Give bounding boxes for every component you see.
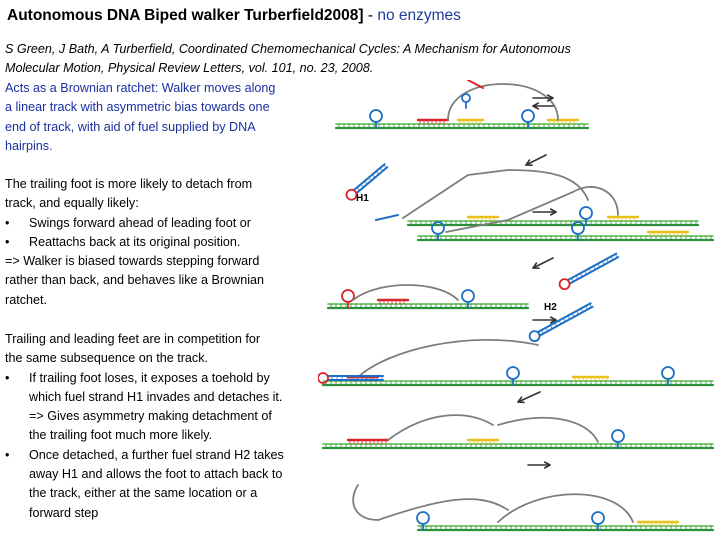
arrow bbox=[517, 391, 541, 403]
hairpin-loop bbox=[431, 221, 445, 235]
base-pair-tick bbox=[575, 275, 579, 280]
hairpin-loop bbox=[661, 366, 675, 380]
walker-body bbox=[507, 169, 589, 201]
hairpin-loop bbox=[591, 511, 605, 525]
fuel-hairpin bbox=[353, 163, 386, 191]
arrow-head bbox=[525, 159, 533, 167]
walker-body bbox=[445, 186, 619, 233]
hairpin-loop bbox=[506, 366, 520, 380]
arrow-head bbox=[517, 396, 525, 404]
base-pair-tick bbox=[368, 177, 372, 182]
base-pair-tick bbox=[379, 167, 383, 172]
base-pair-tick bbox=[593, 265, 596, 270]
base-pair-tick bbox=[375, 170, 380, 175]
hairpin-loop bbox=[558, 278, 571, 291]
base-pair-tick bbox=[541, 329, 544, 334]
arrow bbox=[525, 154, 547, 166]
walker-body bbox=[402, 169, 509, 219]
base-pair-tick bbox=[606, 258, 609, 263]
hairpin-loop bbox=[318, 372, 329, 384]
base-pair-tick bbox=[549, 324, 553, 330]
page-title: Autonomous DNA Biped walker Turberfield2… bbox=[7, 7, 461, 24]
walker-body bbox=[352, 284, 459, 301]
hairpin-loop bbox=[528, 330, 541, 343]
bullet-item: •Once detached, a further fuel strand H2… bbox=[5, 447, 284, 462]
hairpin-loop bbox=[521, 109, 535, 123]
base-pair-tick bbox=[364, 180, 368, 185]
citation: S Green, J Bath, A Turberfield, Coordina… bbox=[5, 42, 571, 76]
base-pair-tick bbox=[571, 312, 575, 318]
base-pair-tick bbox=[545, 327, 549, 332]
h2-label: H2 bbox=[544, 302, 557, 313]
bullet-item: •Swings forward ahead of leading foot or bbox=[5, 215, 251, 230]
strand bbox=[375, 214, 399, 221]
hairpin-loop bbox=[461, 289, 475, 303]
base-pair-tick bbox=[567, 315, 571, 320]
fuel-hairpin bbox=[538, 305, 594, 337]
walker-body bbox=[377, 498, 509, 521]
bullet-item: •If trailing foot loses, it exposes a to… bbox=[5, 370, 270, 385]
hairpin-loop bbox=[571, 221, 585, 235]
arrow-head bbox=[532, 102, 540, 110]
arrow-head bbox=[532, 262, 540, 270]
walker-body bbox=[352, 484, 379, 521]
walker-body bbox=[357, 339, 539, 378]
base-pair-tick bbox=[589, 303, 593, 308]
hairpin-loop bbox=[461, 93, 471, 103]
base-pair-tick bbox=[579, 272, 583, 278]
walker-mechanism-diagram: H1 H2 bbox=[318, 80, 715, 532]
hairpin-loop bbox=[611, 429, 625, 443]
arrow-head bbox=[549, 208, 557, 216]
walker-body bbox=[497, 417, 599, 443]
hairpin-loop bbox=[416, 511, 430, 525]
base-pair-tick bbox=[554, 322, 557, 327]
bullet-item: •Reattachs back at its original position… bbox=[5, 234, 241, 249]
arrow-head bbox=[549, 316, 557, 324]
competition-paragraph: Trailing and leading feet are in competi… bbox=[5, 330, 335, 523]
hairpin-loop bbox=[579, 206, 593, 220]
walker-body bbox=[387, 414, 494, 441]
arrow-head bbox=[546, 94, 554, 102]
base-pair-tick bbox=[576, 310, 579, 315]
base-pair-tick bbox=[356, 187, 360, 191]
base-pair-tick bbox=[588, 268, 592, 273]
base-pair-tick bbox=[563, 317, 566, 322]
base-pair-tick bbox=[585, 305, 588, 310]
trailing-foot-paragraph: The trailing foot is more likely to deta… bbox=[5, 175, 325, 310]
arrow bbox=[532, 257, 554, 269]
base-pair-tick bbox=[610, 256, 614, 261]
h1-label: H1 bbox=[356, 193, 369, 204]
brownian-ratchet-summary: Acts as a Brownian ratchet: Walker moves… bbox=[5, 81, 276, 153]
base-pair-tick bbox=[584, 270, 587, 275]
walker-body bbox=[497, 493, 634, 523]
page-subtitle: no enzymes bbox=[377, 7, 461, 24]
base-pair-tick bbox=[360, 183, 364, 188]
base-pair-tick bbox=[601, 260, 605, 266]
walker-body bbox=[447, 83, 559, 121]
fuel-hairpin bbox=[355, 166, 389, 195]
fuel-hairpin bbox=[568, 256, 620, 285]
base-pair-tick bbox=[558, 320, 562, 325]
base-pair-tick bbox=[383, 164, 387, 169]
base-pair-tick bbox=[571, 277, 574, 282]
base-pair-tick bbox=[597, 263, 601, 268]
base-pair-tick bbox=[615, 253, 618, 258]
arrow-head bbox=[543, 461, 551, 469]
base-pair-tick bbox=[372, 174, 376, 178]
hairpin-loop bbox=[369, 109, 383, 123]
fuel-hairpin bbox=[567, 252, 618, 281]
hairpin-loop bbox=[345, 188, 358, 201]
base-pair-tick bbox=[580, 308, 584, 313]
fuel-hairpin bbox=[537, 302, 592, 333]
strand bbox=[467, 80, 484, 89]
